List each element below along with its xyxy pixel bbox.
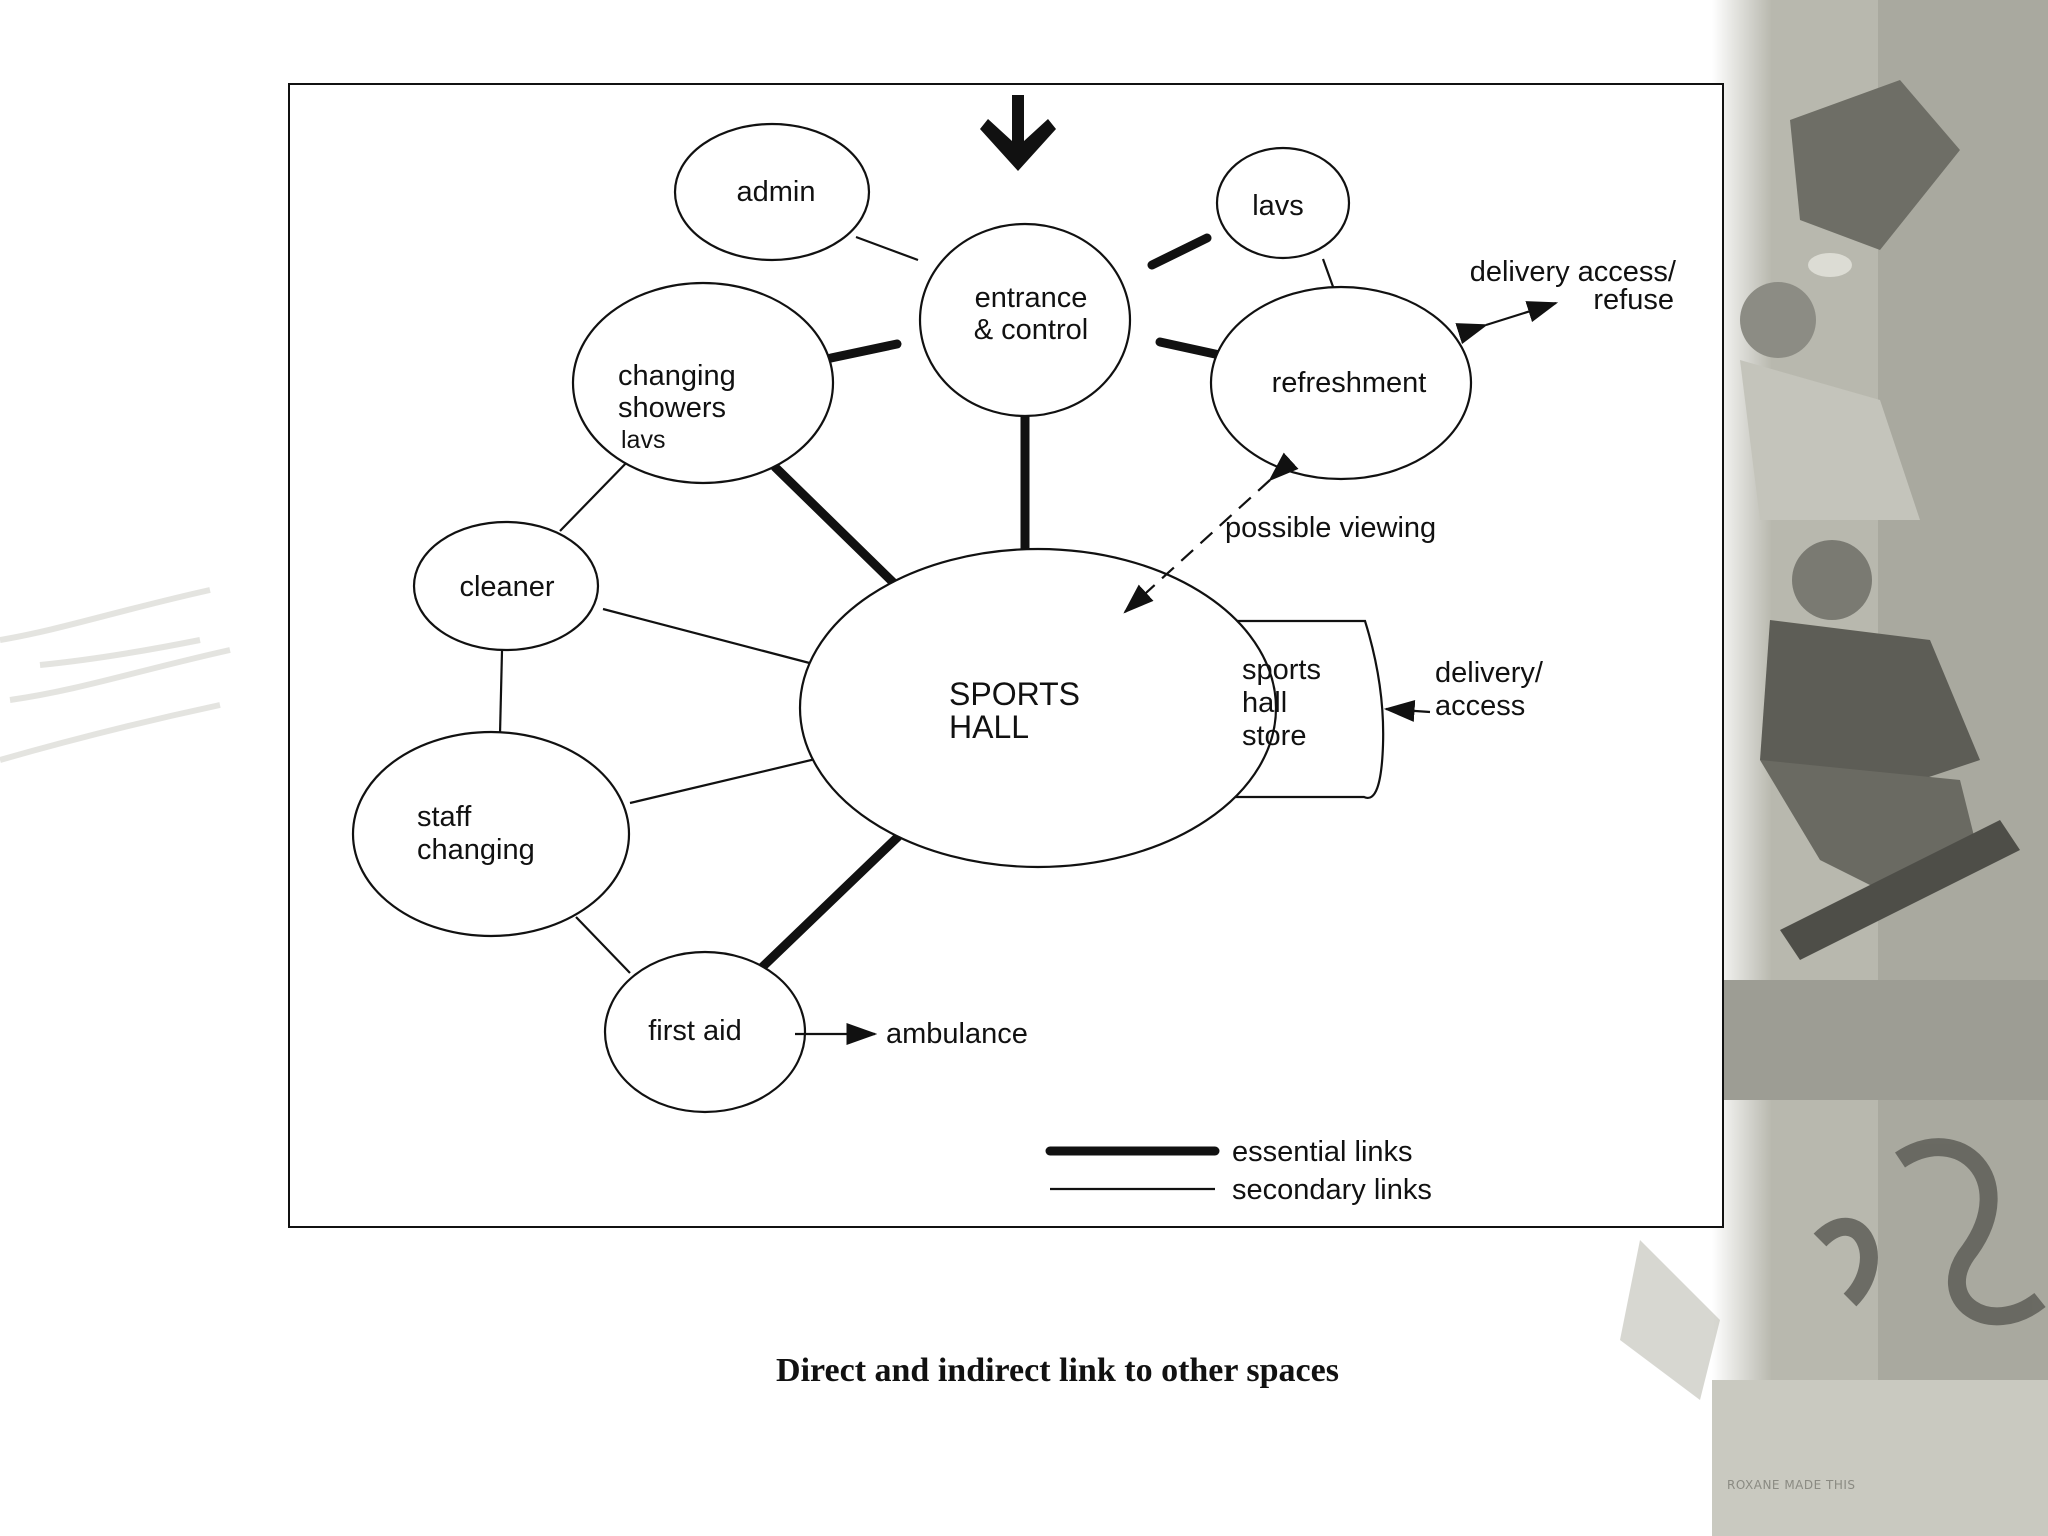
arrow-delivery-refuse-icon: [1455, 301, 1559, 345]
slide-caption: Direct and indirect link to other spaces: [776, 1352, 1339, 1389]
arrow-possible-viewing-icon: [1123, 452, 1299, 614]
link-changing-hall: [770, 462, 911, 600]
annotation-ambulance: ambulance: [886, 1018, 1028, 1050]
label-sports-hall-1: SPORTS: [949, 676, 1080, 712]
label-store-1: sports: [1242, 654, 1321, 686]
node-admin: [673, 122, 871, 262]
node-refreshment: [1209, 285, 1473, 481]
annotation-delivery-access-refuse-1: delivery access/: [1470, 256, 1677, 288]
node-staff-changing: [351, 730, 631, 938]
photo-credit-text: ROXANE MADE THIS: [1727, 1478, 1856, 1492]
label-store-3: store: [1242, 720, 1306, 752]
label-first-aid: first aid: [648, 1015, 741, 1047]
label-staff-1: staff: [417, 801, 472, 833]
bubble-diagram-canvas: admin entrance & control lavs refreshmen…: [351, 95, 1677, 1206]
link-cleaner-staff: [498, 650, 504, 735]
label-changing-3: lavs: [621, 426, 665, 454]
label-staff-2: changing: [417, 834, 535, 866]
annotation-delivery-access-1: delivery/: [1435, 657, 1544, 689]
relationship-diagram: admin entrance & control lavs refreshmen…: [288, 83, 1724, 1228]
label-store-2: hall: [1242, 687, 1287, 719]
node-sports-hall: [798, 547, 1278, 869]
link-hall-firstaid: [748, 824, 911, 981]
link-changing-cleaner: [559, 457, 632, 532]
label-entrance-2: & control: [974, 314, 1088, 346]
node-first-aid: [603, 950, 807, 1114]
node-entrance-control: [918, 222, 1132, 418]
label-sports-hall-2: HALL: [949, 709, 1029, 745]
label-refreshment: refreshment: [1272, 367, 1427, 399]
link-cleaner-hall: [602, 607, 822, 668]
link-entrance-lavs: [1147, 233, 1212, 270]
link-entrance-changing: [826, 339, 902, 363]
node-changing-showers-lavs: [571, 281, 835, 485]
label-changing-1: changing: [618, 360, 736, 392]
node-cleaner: [412, 520, 600, 652]
legend-essential-label: essential links: [1232, 1136, 1413, 1168]
annotation-delivery-access-2: access: [1435, 690, 1525, 722]
annotation-delivery-access-refuse-2: refuse: [1593, 284, 1674, 316]
arrow-delivery-access-icon: [1383, 699, 1431, 722]
entry-arrow-icon: [980, 95, 1056, 171]
label-admin: admin: [737, 176, 816, 208]
node-lavs: [1215, 146, 1351, 260]
label-entrance-1: entrance: [975, 282, 1088, 314]
annotation-possible-viewing: possible viewing: [1225, 512, 1436, 544]
link-staff-hall: [629, 755, 825, 805]
label-cleaner: cleaner: [459, 571, 554, 603]
legend: essential links secondary links: [1045, 1136, 1432, 1206]
label-lavs: lavs: [1252, 190, 1304, 222]
link-admin-entrance: [855, 235, 919, 262]
link-staff-firstaid: [575, 916, 631, 974]
label-changing-2: showers: [618, 392, 726, 424]
legend-secondary-label: secondary links: [1232, 1174, 1432, 1206]
